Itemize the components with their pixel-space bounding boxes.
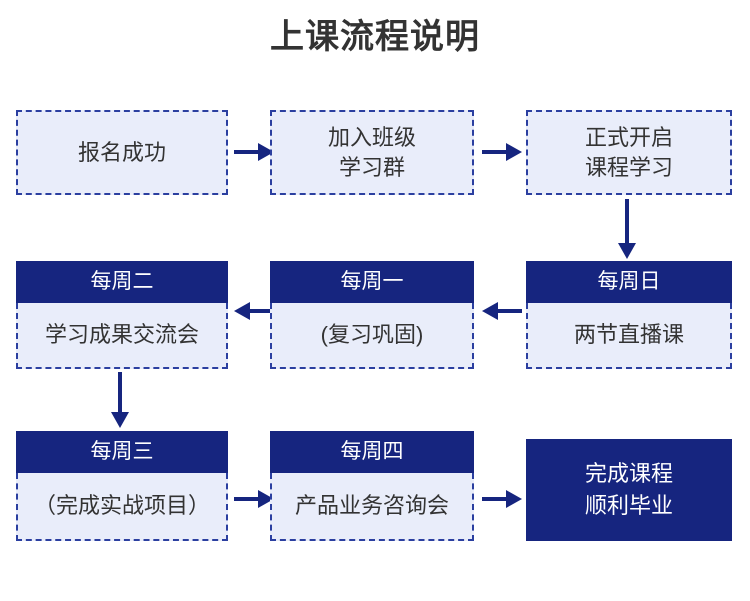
arrow-down-icon-start-to-sunday	[615, 199, 639, 261]
node-tuesday-body: 学习成果交流会	[16, 303, 228, 369]
node-join-class-group[interactable]: 加入班级 学习群	[270, 110, 474, 195]
node-graduate-label: 完成课程 顺利毕业	[584, 461, 673, 518]
page-title: 上课流程说明	[270, 18, 480, 56]
node-graduate[interactable]: 完成课程 顺利毕业	[526, 439, 732, 541]
node-monday-body: (复习巩固)	[270, 303, 474, 369]
node-start-course-label: 正式开启 课程学习	[584, 124, 673, 180]
node-monday-header: 每周一	[270, 261, 474, 303]
node-join-class-group-label: 加入班级 学习群	[327, 124, 416, 180]
arrow-right-icon-group-to-start	[482, 140, 522, 164]
node-sunday-body: 两节直播课	[526, 303, 732, 369]
node-tuesday[interactable]: 每周二 学习成果交流会	[16, 261, 228, 369]
node-start-course[interactable]: 正式开启 课程学习	[526, 110, 732, 195]
node-signup-success-label: 报名成功	[77, 139, 166, 165]
arrow-right-icon-signup-to-group	[234, 140, 274, 164]
arrow-down-icon-tuesday-to-wednesday	[108, 372, 132, 430]
arrow-right-icon-wednesday-to-thursday	[234, 487, 274, 511]
arrow-left-icon-sunday-to-monday	[482, 299, 522, 323]
node-monday[interactable]: 每周一 (复习巩固)	[270, 261, 474, 369]
arrow-right-icon-thursday-to-graduate	[482, 487, 522, 511]
node-thursday-body: 产品业务咨询会	[270, 473, 474, 541]
node-sunday[interactable]: 每周日 两节直播课	[526, 261, 732, 369]
node-wednesday[interactable]: 每周三 （完成实战项目）	[16, 431, 228, 541]
node-sunday-header: 每周日	[526, 261, 732, 303]
node-wednesday-body: （完成实战项目）	[16, 473, 228, 541]
node-thursday[interactable]: 每周四 产品业务咨询会	[270, 431, 474, 541]
arrow-left-icon-monday-to-tuesday	[234, 299, 274, 323]
node-tuesday-header: 每周二	[16, 261, 228, 303]
node-wednesday-header: 每周三	[16, 431, 228, 473]
node-signup-success[interactable]: 报名成功	[16, 110, 228, 195]
node-thursday-header: 每周四	[270, 431, 474, 473]
